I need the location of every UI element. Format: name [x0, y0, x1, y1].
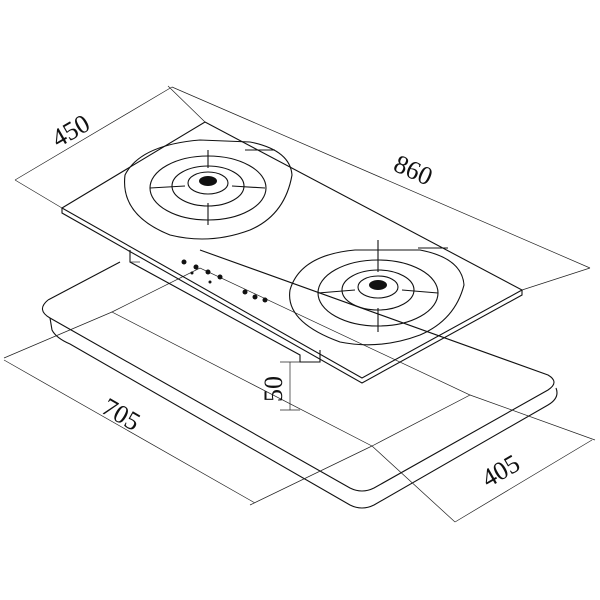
glass-top	[60, 121, 524, 384]
cutout-depth-label: 405	[477, 449, 525, 494]
cutout	[111, 267, 471, 447]
dimension-lines	[3, 85, 596, 523]
right-burner	[289, 240, 465, 346]
width-label: 860	[390, 149, 437, 191]
left-burner	[124, 139, 293, 240]
height-label: 50	[259, 376, 288, 402]
control-knobs	[181, 259, 268, 303]
depth-label: 450	[47, 109, 95, 154]
cutout-width-label: 705	[97, 392, 145, 437]
hob-body	[129, 250, 321, 363]
